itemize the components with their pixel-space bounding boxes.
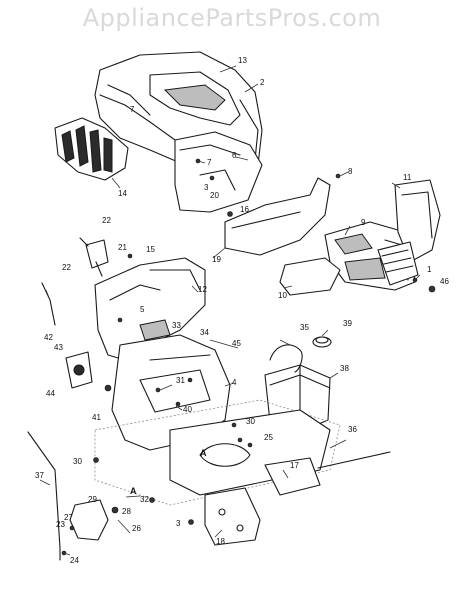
callout-5: 5 (140, 305, 145, 314)
brake-rod (27, 431, 61, 561)
callout-38: 38 (340, 364, 349, 373)
callout-15: 15 (146, 245, 155, 254)
callout-29: 29 (88, 495, 97, 504)
callout-39: 39 (343, 319, 352, 328)
callout-11: 11 (403, 173, 412, 182)
side-fender (394, 179, 441, 263)
callout-26: 26 (132, 524, 141, 533)
callout-20: 20 (210, 191, 219, 200)
brake-linkage (69, 499, 119, 541)
callout-34: 34 (200, 328, 209, 337)
leader-lines (39, 65, 421, 556)
chassis-frame (94, 399, 341, 546)
callout-7b: 7 (207, 158, 212, 167)
dash-panel (94, 257, 206, 361)
callout-46: 46 (440, 277, 449, 286)
callout-40: 40 (183, 405, 192, 414)
headlight-module (65, 351, 93, 389)
callout-12: 12 (198, 285, 207, 294)
callout-37: 37 (35, 471, 44, 480)
fuel-cap (312, 336, 332, 348)
callout-13: 13 (238, 56, 247, 65)
callout-23: 23 (56, 520, 65, 529)
ignition-switch (79, 237, 109, 277)
callout-6: 6 (232, 151, 237, 160)
callout-31: 31 (176, 376, 185, 385)
callout-44: 44 (46, 389, 55, 398)
callout-18: 18 (216, 537, 225, 546)
callout-45: 45 (232, 339, 241, 348)
callout-22: 22 (102, 216, 111, 225)
callout-42: 42 (44, 333, 53, 342)
callout-27: 27 (64, 513, 73, 522)
watermark: AppliancePartsPros.com (82, 4, 382, 32)
callout-17: 17 (290, 461, 299, 470)
callout-24: 24 (70, 556, 79, 565)
callout-30: 30 (246, 417, 255, 426)
callout-16: 16 (240, 205, 249, 214)
fasteners (61, 158, 436, 556)
callout-41: 41 (92, 413, 101, 422)
callouts: 13 2 7 14 6 7 3 20 8 16 11 19 9 22 21 15… (35, 56, 449, 565)
callout-19: 19 (212, 255, 221, 264)
callout-22b: 22 (62, 263, 71, 272)
callout-36: 36 (348, 425, 357, 434)
callout-33: 33 (172, 321, 181, 330)
callout-A2: A (130, 486, 137, 496)
callout-4: 4 (232, 378, 237, 387)
callout-25: 25 (264, 433, 273, 442)
throttle-cable (317, 451, 391, 469)
grille-insert (377, 241, 419, 286)
callout-7: 7 (130, 105, 135, 114)
fuel-line (269, 344, 303, 373)
choke-lever (41, 282, 56, 326)
callout-8: 8 (348, 167, 353, 176)
callout-A: A (200, 448, 207, 458)
headlight-lens (279, 257, 341, 296)
callout-3b: 3 (176, 519, 181, 528)
callout-9: 9 (361, 218, 366, 227)
hood-side-panel (174, 131, 263, 213)
callout-21: 21 (118, 243, 127, 252)
callout-30b: 30 (73, 457, 82, 466)
callout-2: 2 (260, 78, 265, 87)
callout-3: 3 (204, 183, 209, 192)
callout-32: 32 (140, 495, 149, 504)
callout-1: 1 (427, 265, 432, 274)
callout-14: 14 (118, 189, 127, 198)
callout-43: 43 (54, 343, 63, 352)
callout-28: 28 (122, 507, 131, 516)
callout-10: 10 (278, 291, 287, 300)
grille (54, 117, 129, 181)
steering-support (111, 334, 231, 451)
callout-35: 35 (300, 323, 309, 332)
front-bumper (224, 177, 331, 256)
